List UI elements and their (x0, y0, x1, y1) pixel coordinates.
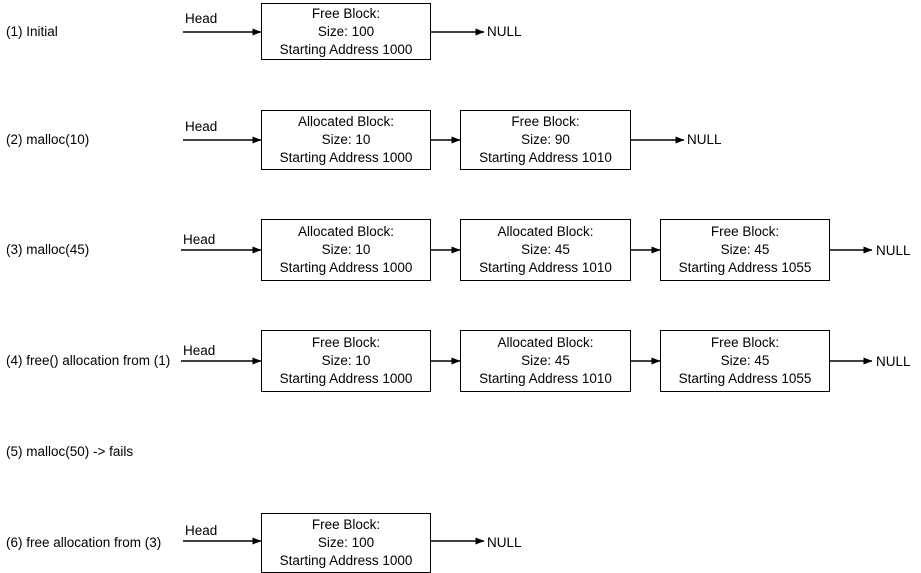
memory-block[interactable]: Free Block: Size: 90 Starting Address 10… (460, 110, 631, 170)
null-label-3: NULL (876, 243, 911, 258)
memory-block[interactable]: Allocated Block: Size: 45 Starting Addre… (460, 219, 631, 281)
head-label-1: Head (185, 11, 218, 26)
block-address: Starting Address 1010 (479, 371, 612, 386)
block-kind: Free Block: (511, 114, 580, 129)
step-label-3: (3) malloc(45) (6, 242, 90, 257)
memory-block[interactable]: Allocated Block: Size: 45 Starting Addre… (460, 330, 631, 392)
memory-block[interactable]: Free Block: Size: 45 Starting Address 10… (660, 330, 830, 392)
null-label-2: NULL (687, 132, 722, 147)
block-size: Size: 45 (521, 353, 570, 368)
block-size: Size: 45 (720, 242, 770, 257)
block-size: Size: 10 (321, 242, 371, 257)
block-address: Starting Address 1055 (678, 371, 812, 386)
memory-block[interactable]: Free Block: Size: 10 Starting Address 10… (261, 330, 431, 392)
block-address: Starting Address 1000 (279, 553, 413, 568)
memory-block[interactable]: Free Block: Size: 100 Starting Address 1… (261, 513, 431, 573)
block-address: Starting Address 1055 (678, 260, 812, 275)
step-label-2: (2) malloc(10) (6, 132, 90, 147)
step-label-4: (4) free() allocation from (1) (6, 353, 171, 368)
diagram-row-1: (1) Initial Head Free Block: Size: 100 S… (0, 0, 921, 108)
diagram-row-5: (5) malloc(50) -> fails (0, 441, 921, 511)
step-label-6: (6) free allocation from (3) (6, 535, 162, 550)
head-label-6: Head (185, 523, 218, 538)
block-size: Size: 45 (720, 353, 770, 368)
diagram-row-3: (3) malloc(45) Head Allocated Block: Siz… (0, 218, 921, 330)
block-address: Starting Address 1010 (479, 260, 612, 275)
block-size: Size: 45 (521, 242, 570, 257)
block-address: Starting Address 1000 (279, 41, 413, 57)
block-kind: Allocated Block: (497, 335, 594, 350)
block-size: Size: 100 (317, 535, 375, 550)
block-size: Size: 90 (521, 132, 570, 147)
null-label-6: NULL (487, 535, 522, 550)
block-kind: Free Block: (710, 335, 780, 350)
block-kind: Free Block: (311, 517, 381, 532)
head-label-3: Head (183, 232, 216, 247)
step-label-5: (5) malloc(50) -> fails (6, 444, 134, 459)
diagram-row-4: (4) free() allocation from (1) Head Free… (0, 329, 921, 441)
block-kind: Allocated Block: (297, 114, 395, 129)
block-address: Starting Address 1000 (279, 150, 413, 165)
null-label-4: NULL (876, 354, 911, 369)
diagram-row-6: (6) free allocation from (3) Head Free B… (0, 511, 921, 573)
block-kind: Allocated Block: (297, 224, 395, 239)
block-address: Starting Address 1010 (479, 150, 612, 165)
step-label-1: (1) Initial (6, 24, 58, 39)
head-label-2: Head (185, 119, 218, 134)
block-kind: Free Block: (311, 5, 381, 21)
block-address: Starting Address 1000 (279, 371, 413, 386)
memory-block[interactable]: Free Block: Size: 45 Starting Address 10… (660, 219, 830, 281)
null-label-1: NULL (487, 24, 522, 39)
memory-block[interactable]: Allocated Block: Size: 10 Starting Addre… (261, 110, 431, 170)
memory-block[interactable]: Allocated Block: Size: 10 Starting Addre… (261, 219, 431, 281)
block-kind: Allocated Block: (497, 224, 594, 239)
block-size: Size: 10 (321, 132, 371, 147)
block-size: Size: 100 (317, 23, 375, 39)
memory-block[interactable]: Free Block: Size: 100 Starting Address 1… (261, 3, 431, 60)
diagram-row-2: (2) malloc(10) Head Allocated Block: Siz… (0, 108, 921, 218)
head-label-4: Head (183, 343, 216, 358)
block-kind: Free Block: (710, 224, 780, 239)
block-size: Size: 10 (321, 353, 371, 368)
block-kind: Free Block: (311, 335, 381, 350)
block-address: Starting Address 1000 (279, 260, 413, 275)
